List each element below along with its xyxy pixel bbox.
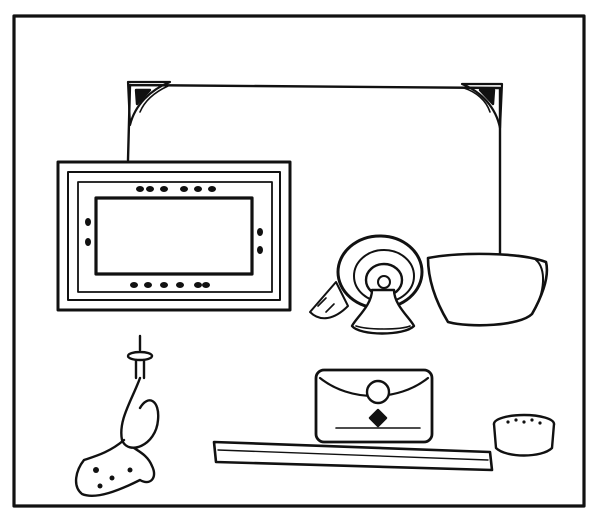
candlestick-icon bbox=[74, 334, 160, 497]
wallet-icon bbox=[314, 368, 434, 444]
picture-frame-icon bbox=[56, 160, 292, 312]
round-mirror-icon bbox=[309, 234, 424, 335]
ruler-icon bbox=[212, 440, 494, 472]
pin-box-icon bbox=[492, 413, 556, 457]
bowl-icon bbox=[426, 252, 549, 327]
tall-board-icon bbox=[126, 80, 504, 257]
outer-border bbox=[12, 14, 586, 508]
frame-bead-ornaments bbox=[85, 186, 263, 288]
